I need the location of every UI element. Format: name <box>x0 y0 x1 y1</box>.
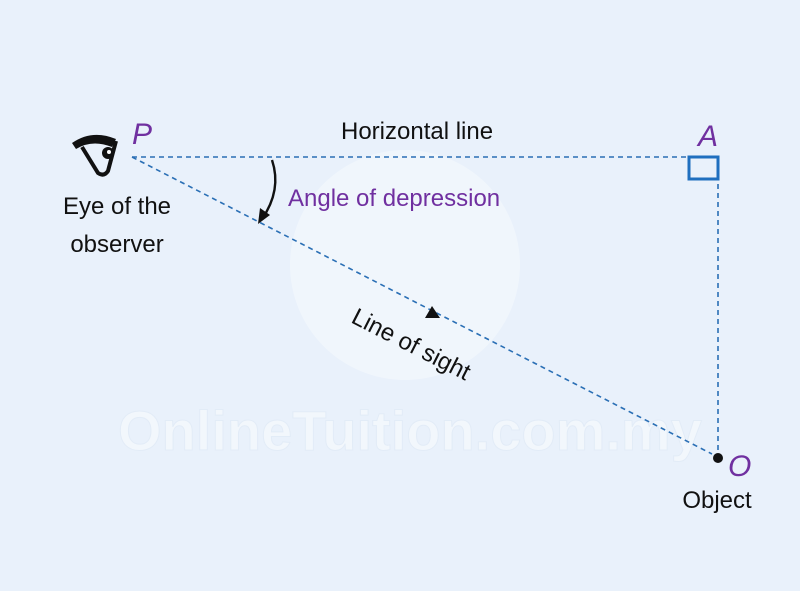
object-label: Object <box>682 487 752 514</box>
right-angle-marker <box>687 155 720 181</box>
object-point <box>713 453 723 463</box>
angle-of-depression-label: Angle of depression <box>288 185 500 212</box>
eye-observer-label-line2: observer <box>70 231 163 258</box>
eye-icon <box>72 134 118 177</box>
watermark-circle <box>290 150 520 380</box>
angle-arc <box>261 159 277 220</box>
point-a-label: A <box>696 120 718 153</box>
eye-observer-label-line1: Eye of the <box>63 193 171 220</box>
watermark-text: OnlineTuition.com.my <box>118 399 702 462</box>
point-p-label: P <box>132 118 152 151</box>
point-o-label: O <box>728 450 751 483</box>
arrow-head-icon <box>258 208 270 224</box>
horizontal-line-label: Horizontal line <box>341 118 493 145</box>
arrow-head-icon <box>425 306 440 318</box>
line-of-sight-line <box>131 156 713 455</box>
